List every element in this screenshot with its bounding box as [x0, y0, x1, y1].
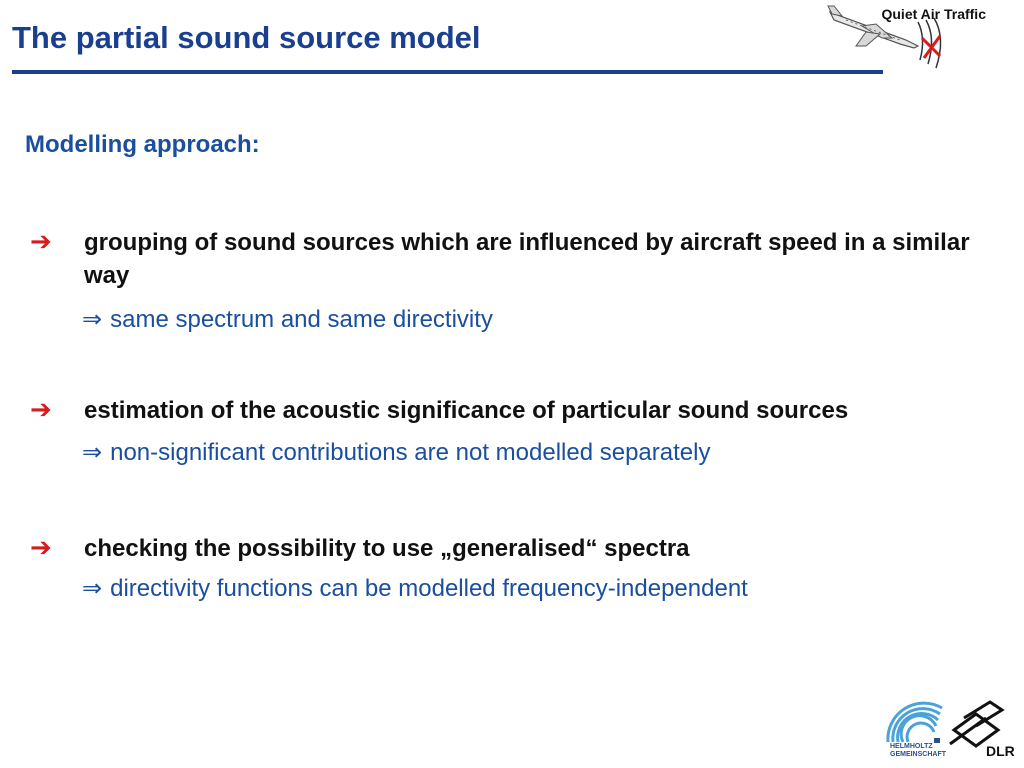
right-arrow-icon: ➔	[30, 533, 52, 563]
page-title: The partial sound source model	[12, 20, 481, 55]
bullet-item: ➔ checking the possibility to use „gener…	[30, 532, 994, 565]
implication-line: ⇒ non-significant contributions are not m…	[82, 436, 710, 469]
airplane-icon	[827, 5, 942, 69]
section-heading: Modelling approach:	[25, 131, 260, 158]
dlr-emblem-icon	[949, 700, 1005, 748]
implication-text: non-significant contributions are not mo…	[110, 439, 711, 466]
helmholtz-line1: HELMHOLTZ	[890, 743, 933, 750]
bullet-item: ➔ estimation of the acoustic significanc…	[30, 394, 994, 427]
helmholtz-logo: HELMHOLTZ GEMEINSCHAFT	[884, 700, 946, 766]
right-arrow-icon: ➔	[30, 395, 52, 425]
bullet-text: estimation of the acoustic significance …	[84, 397, 849, 424]
bullet-text: grouping of sound sources which are infl…	[84, 229, 970, 289]
dlr-label: DLR	[986, 743, 1015, 759]
bullet-item: ➔ grouping of sound sources which are in…	[30, 226, 994, 292]
bullet-text: checking the possibility to use „general…	[84, 535, 690, 562]
implication-line: ⇒ same spectrum and same directivity	[82, 303, 493, 336]
implies-icon: ⇒	[82, 305, 103, 333]
quiet-air-traffic-logo: Quiet Air Traffic	[826, 2, 1016, 76]
helmholtz-arcs-icon	[886, 701, 943, 743]
implies-icon: ⇒	[82, 438, 103, 466]
implication-text: same spectrum and same directivity	[110, 306, 493, 333]
helmholtz-label: HELMHOLTZ GEMEINSCHAFT	[890, 743, 946, 759]
implies-icon: ⇒	[82, 574, 103, 602]
helmholtz-line2: GEMEINSCHAFT	[890, 751, 946, 758]
implication-line: ⇒ directivity functions can be modelled f…	[82, 572, 748, 605]
right-arrow-icon: ➔	[30, 227, 52, 257]
implication-text: directivity functions can be modelled fr…	[110, 575, 748, 602]
dlr-logo: DLR	[946, 700, 1016, 766]
quiet-air-traffic-label: Quiet Air Traffic	[881, 6, 986, 22]
title-underline	[12, 70, 883, 74]
